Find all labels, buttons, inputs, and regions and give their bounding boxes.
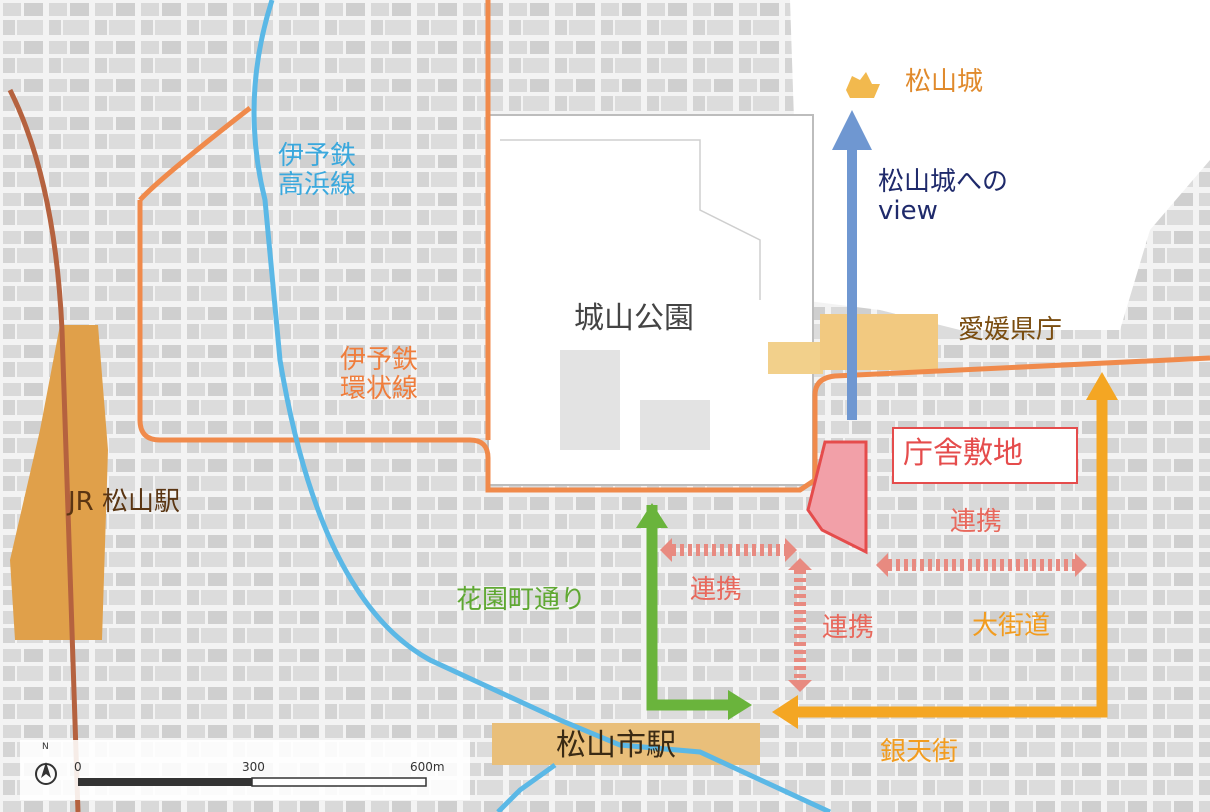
renkei-links	[672, 544, 1075, 680]
hanazono-arrow	[646, 505, 740, 711]
hanazono-label: 花園町通り	[456, 585, 587, 615]
okaido-arrowhead-up	[1086, 372, 1118, 400]
castle-icon	[846, 72, 880, 98]
iyotetsu-takahama-label: 伊予鉄 高浜線	[278, 141, 357, 200]
ehime-office-label: 愛媛県庁	[958, 315, 1063, 345]
matsuyama-castle-label: 松山城	[905, 67, 984, 97]
okaido-arrow	[790, 392, 1108, 718]
iyotetsu-loop-line	[138, 106, 252, 202]
iyotetsu-loop-line	[137, 200, 1210, 493]
scale-bar-light	[251, 777, 427, 787]
north-arrow-icon	[41, 762, 51, 778]
hanazono-arrowhead-up	[636, 503, 668, 528]
ehime-office-building	[768, 342, 823, 374]
park-building	[640, 400, 710, 450]
renkei-label-1: 連携	[690, 575, 743, 605]
iyotetsu-takahama-line	[496, 762, 557, 812]
shieki-label: 松山市駅	[556, 728, 676, 763]
scale-tick-0: 0	[74, 760, 82, 774]
renkei-label-3: 連携	[950, 507, 1003, 537]
ehime-office-building	[820, 314, 938, 370]
park-path	[500, 139, 761, 300]
iyotetsu-takahama-line	[251, 0, 832, 812]
scale-tick-300: 300	[242, 760, 265, 774]
park-building	[560, 350, 620, 450]
gintengai-label: 銀天街	[880, 737, 959, 767]
north-label: N	[42, 742, 49, 752]
okaido-label: 大街道	[972, 611, 1051, 641]
jr-line	[7, 88, 81, 812]
hanazono-arrowhead-right	[728, 690, 752, 720]
renkei-label-2: 連携	[822, 613, 875, 643]
site-label-box	[892, 427, 1078, 484]
site-label: 庁舎敷地	[903, 436, 1023, 471]
renkei-arrowheads	[660, 538, 1087, 692]
jr-station-label: JR 松山駅	[68, 487, 180, 517]
castle-hill-area	[480, 0, 1210, 330]
scale-tick-600: 600m	[410, 760, 445, 774]
castle-view-label: 松山城への view	[878, 167, 1009, 226]
iyotetsu-loop-label: 伊予鉄 環状線	[340, 345, 419, 404]
gintengai-arrowhead-left	[772, 695, 798, 729]
jr-station-area	[10, 325, 108, 640]
site-area	[806, 440, 868, 555]
scale-panel	[20, 740, 470, 800]
scale-bar-dark	[78, 778, 252, 786]
shiroyama-park-label: 城山公園	[574, 301, 694, 336]
